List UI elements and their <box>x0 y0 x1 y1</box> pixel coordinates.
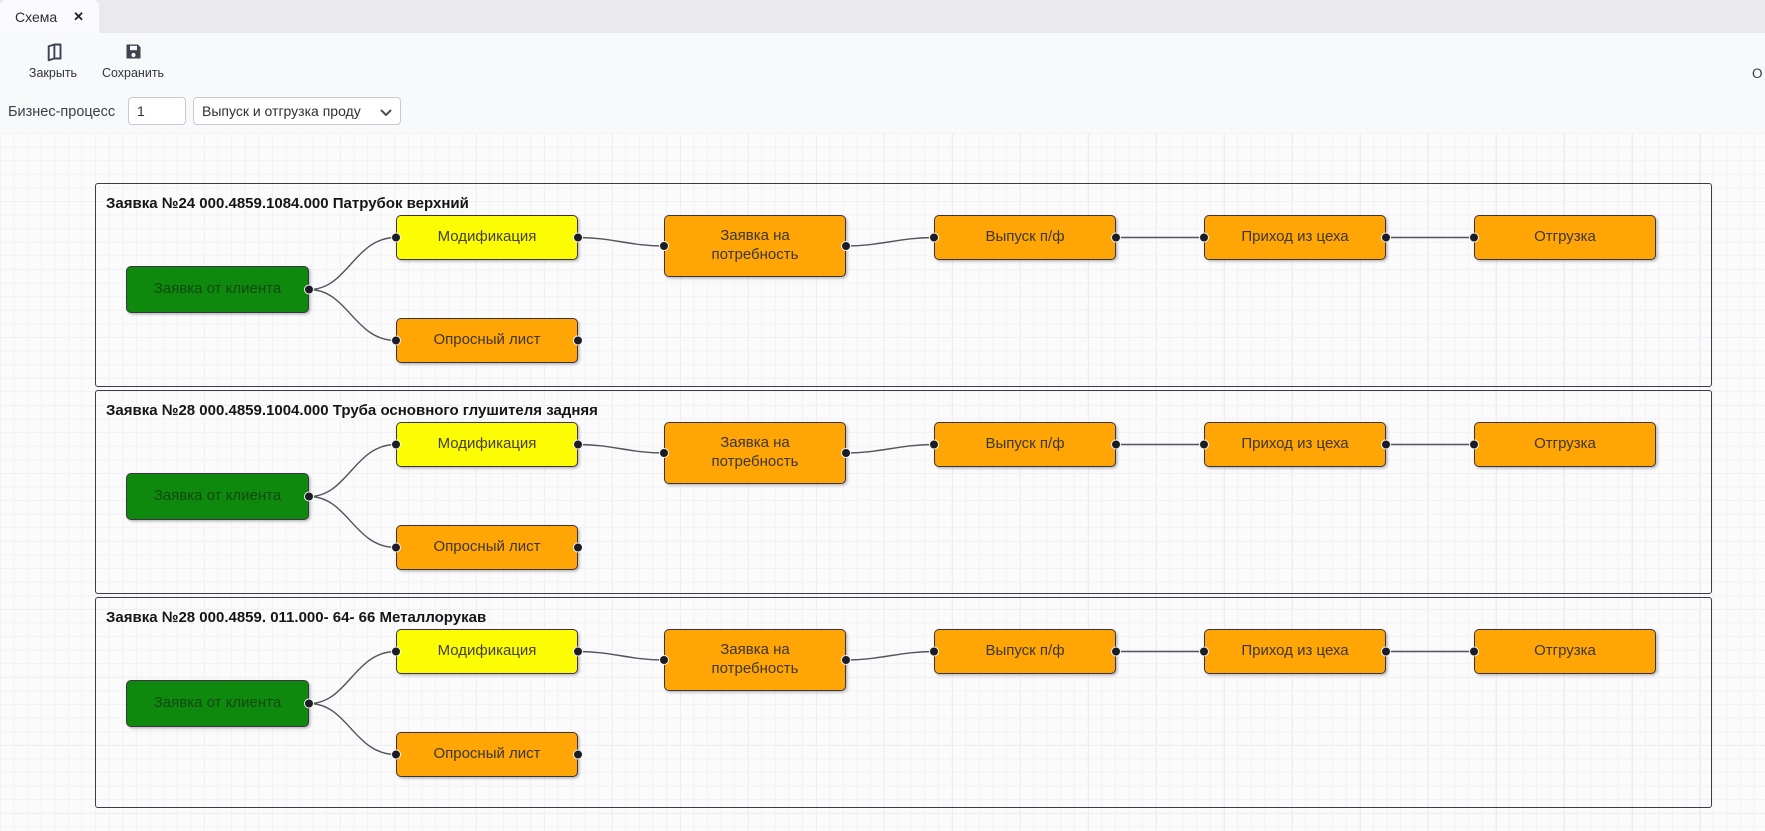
tab-bar: Схема ✕ <box>0 0 1765 33</box>
node-shipment[interactable]: Отгрузка <box>1474 422 1656 467</box>
node-arrival-from-shop[interactable]: Приход из цеха <box>1204 629 1386 674</box>
process-group-3[interactable]: Заявка №28 000.4859. 011.000- 64- 66 Мет… <box>95 597 1712 808</box>
node-client-request[interactable]: Заявка от клиента <box>126 680 309 727</box>
node-questionnaire[interactable]: Опросный лист <box>396 525 578 570</box>
connector <box>577 236 665 247</box>
process-group-1[interactable]: Заявка №24 000.4859.1084.000 Патрубок ве… <box>95 183 1712 387</box>
process-group-3-title: Заявка №28 000.4859. 011.000- 64- 66 Мет… <box>106 609 487 626</box>
business-process-number-input[interactable] <box>128 97 186 125</box>
node-semi-finished-output[interactable]: Выпуск п/ф <box>934 629 1116 674</box>
connector-layer <box>304 439 1479 553</box>
connector <box>845 443 935 454</box>
connector <box>845 236 935 247</box>
node-client-request[interactable]: Заявка от клиента <box>126 473 309 520</box>
connector <box>308 702 397 756</box>
node-semi-finished-output[interactable]: Выпуск п/ф <box>934 215 1116 260</box>
tab-close-icon[interactable]: ✕ <box>73 9 85 24</box>
node-shipment[interactable]: Отгрузка <box>1474 629 1656 674</box>
connector-layer <box>304 232 1479 346</box>
connector <box>308 650 397 705</box>
process-group-2[interactable]: Заявка №28 000.4859.1004.000 Труба основ… <box>95 390 1712 594</box>
connector <box>577 443 665 454</box>
chevron-down-icon <box>380 109 392 116</box>
save-floppy-icon <box>123 41 144 62</box>
connector <box>308 495 397 549</box>
node-demand-request[interactable]: Заявка на потребность <box>664 629 846 691</box>
node-arrival-from-shop[interactable]: Приход из цеха <box>1204 215 1386 260</box>
close-button-label: Закрыть <box>28 66 78 80</box>
close-button[interactable]: Закрыть <box>20 39 86 82</box>
tab-schema-label: Схема <box>15 8 58 25</box>
connector <box>577 650 665 661</box>
node-semi-finished-output[interactable]: Выпуск п/ф <box>934 422 1116 467</box>
node-modification[interactable]: Модификация <box>396 629 578 674</box>
node-questionnaire[interactable]: Опросный лист <box>396 318 578 363</box>
business-process-select[interactable]: Выпуск и отгрузка проду <box>193 97 401 125</box>
connector <box>308 288 397 342</box>
business-process-select-value: Выпуск и отгрузка проду <box>202 103 361 119</box>
node-demand-request[interactable]: Заявка на потребность <box>664 215 846 277</box>
node-modification[interactable]: Модификация <box>396 215 578 260</box>
node-modification[interactable]: Модификация <box>396 422 578 467</box>
node-questionnaire[interactable]: Опросный лист <box>396 732 578 777</box>
tab-schema[interactable]: Схема ✕ <box>0 0 100 33</box>
node-client-request[interactable]: Заявка от клиента <box>126 266 309 313</box>
connector <box>308 443 397 498</box>
save-button-label: Сохранить <box>101 66 165 80</box>
clipped-right-label[interactable]: О <box>1752 66 1763 81</box>
process-group-2-title: Заявка №28 000.4859.1004.000 Труба основ… <box>106 402 598 419</box>
diagram-canvas[interactable]: Заявка №24 000.4859.1084.000 Патрубок ве… <box>0 133 1765 831</box>
node-arrival-from-shop[interactable]: Приход из цеха <box>1204 422 1386 467</box>
node-shipment[interactable]: Отгрузка <box>1474 215 1656 260</box>
connector-layer <box>304 646 1479 760</box>
connector <box>845 650 935 661</box>
save-button[interactable]: Сохранить <box>94 39 172 82</box>
process-group-1-title: Заявка №24 000.4859.1084.000 Патрубок ве… <box>106 195 469 212</box>
business-process-label: Бизнес-процесс <box>8 104 116 120</box>
door-close-icon <box>43 41 64 62</box>
connector <box>308 236 397 291</box>
node-demand-request[interactable]: Заявка на потребность <box>664 422 846 484</box>
